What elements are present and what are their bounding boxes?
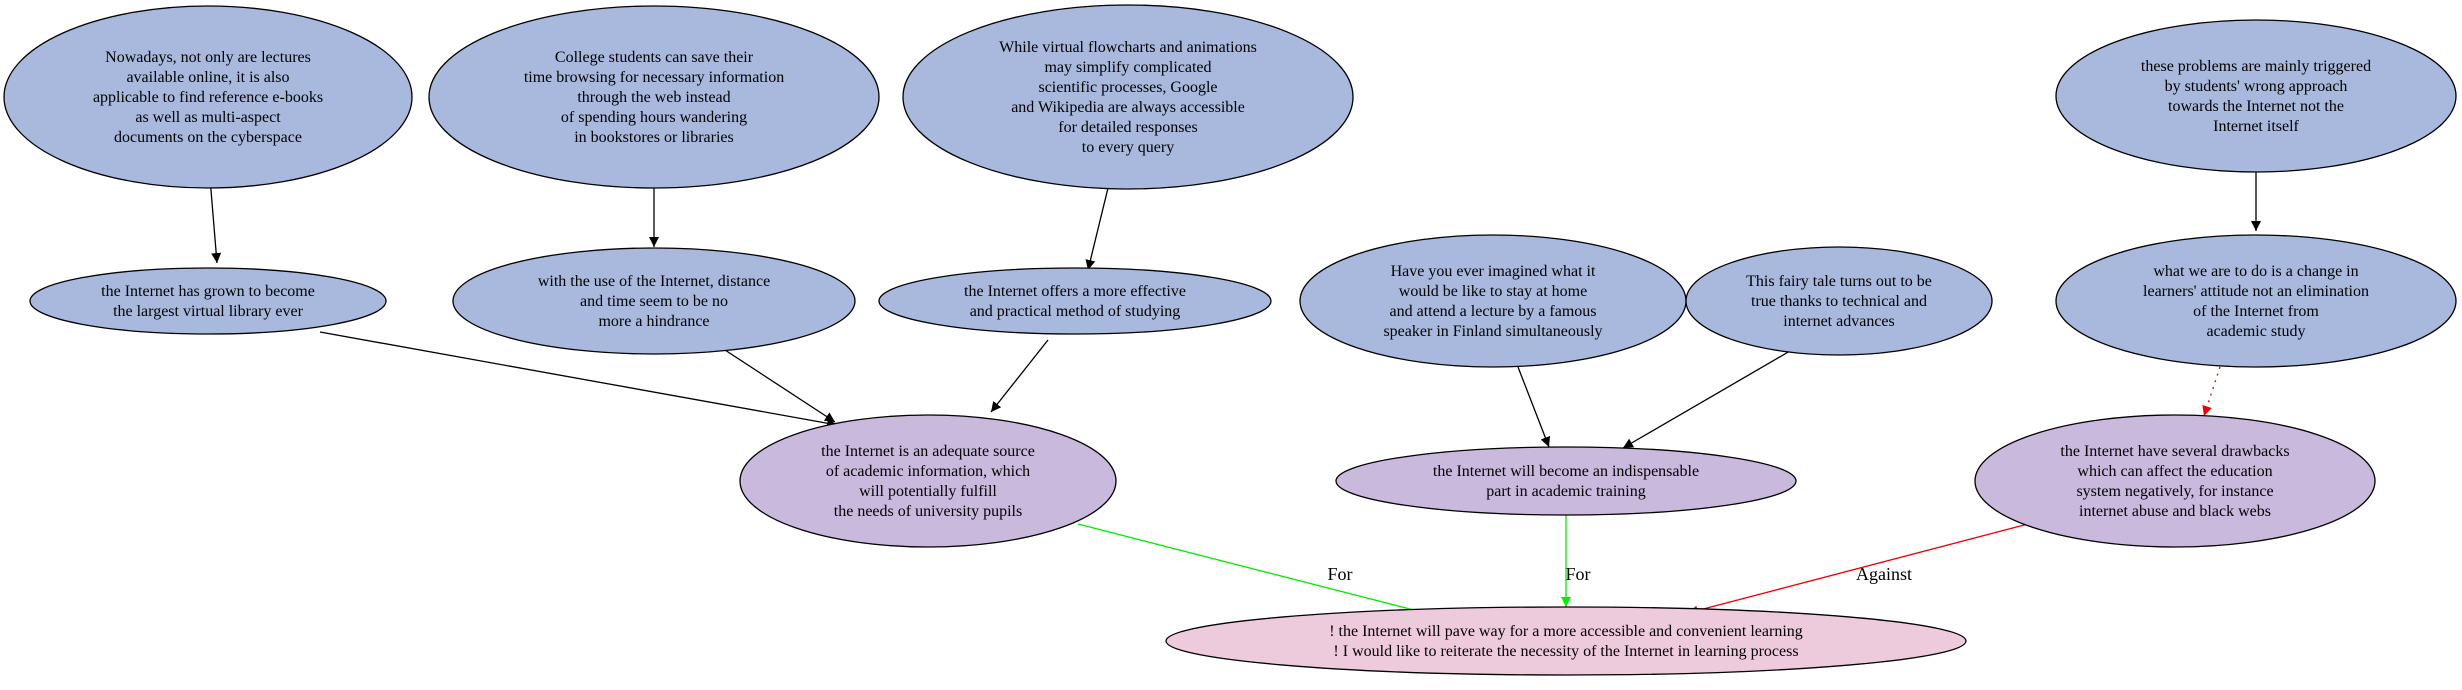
premise-node: College students can save their time brow…	[428, 5, 880, 189]
node-ellipse	[878, 267, 1272, 335]
node-text-line: and Wikipedia are always accessible	[1011, 99, 1245, 116]
node-text-line: Have you ever imagined what it	[1391, 263, 1596, 280]
edge-label: For	[1327, 564, 1352, 584]
node-text-line: by students' wrong approach	[2165, 78, 2348, 95]
node-text-line: Nowadays, not only are lectures	[105, 49, 311, 66]
premise-node: Nowadays, not only are lectures available…	[3, 5, 413, 189]
node-ellipse	[3, 5, 413, 189]
node-text-line: available online, it is also	[126, 69, 289, 86]
edge-n10-to-n13	[2202, 366, 2221, 417]
node-text-line: what we are to do is a change in	[2153, 263, 2358, 280]
node-text-line: may simplify complicated	[1044, 59, 1211, 76]
claim-node: the Internet will become an indispensabl…	[1335, 446, 1797, 516]
edge-n1-to-n5	[209, 177, 222, 264]
node-text-line: scientific processes, Google	[1038, 79, 1217, 96]
edges-layer	[209, 158, 2261, 620]
edge-n11-to-n14	[1077, 523, 1442, 620]
node-text-line: will potentially fulfill	[859, 483, 997, 500]
premise-node: the Internet offers a more effective and …	[878, 267, 1272, 335]
node-text-line: speaker in Finland simultaneously	[1383, 323, 1602, 340]
premise-node: the Internet has grown to become the larg…	[29, 267, 387, 335]
node-ellipse	[428, 5, 880, 189]
node-text-line: While virtual flowcharts and animations	[999, 39, 1257, 56]
conclusion-node: ! the Internet will pave way for a more …	[1165, 606, 1967, 676]
node-text-line: of the Internet from	[2193, 303, 2319, 320]
edge-n9-to-n12	[1622, 350, 1791, 449]
claim-node: the Internet have several drawbacks which…	[1974, 414, 2376, 548]
node-text-line: true thanks to technical and	[1751, 293, 1927, 310]
edge-label: Against	[1856, 564, 1912, 584]
node-text-line: and attend a lecture by a famous	[1389, 303, 1596, 320]
node-text-line: Internet itself	[2213, 118, 2299, 135]
premise-node: what we are to do is a change in learners…	[2055, 234, 2457, 368]
node-text-line: College students can save their	[555, 49, 754, 66]
node-ellipse	[902, 4, 1354, 190]
premise-node: these problems are mainly triggered by st…	[2055, 19, 2457, 173]
edge-n3-to-n7	[1085, 187, 1109, 271]
claim-node: the Internet is an adequate source of aca…	[739, 414, 1117, 548]
node-text-line: ! the Internet will pave way for a more …	[1329, 623, 1803, 640]
node-text-line: of academic information, which	[826, 463, 1030, 480]
node-text-line: time browsing for necessary information	[524, 69, 784, 86]
node-ellipse	[739, 414, 1117, 548]
node-text-line: internet abuse and black webs	[2079, 503, 2271, 520]
premise-node: This fairy tale turns out to be true than…	[1685, 246, 1993, 356]
node-text-line: these problems are mainly triggered	[2141, 58, 2371, 75]
node-ellipse	[29, 267, 387, 335]
node-text-line: This fairy tale turns out to be	[1746, 273, 1932, 290]
node-ellipse	[1299, 234, 1687, 368]
node-text-line: through the web instead	[577, 89, 730, 106]
node-ellipse	[2055, 19, 2457, 173]
edge-n8-to-n12	[1517, 366, 1551, 448]
node-ellipse	[1974, 414, 2376, 548]
node-text-line: and time seem to be no	[580, 293, 728, 310]
node-ellipse	[2055, 234, 2457, 368]
premise-node: with the use of the Internet, distance an…	[452, 247, 856, 355]
node-ellipse	[452, 247, 856, 355]
edge-n13-to-n14	[1687, 523, 2029, 616]
node-ellipse	[1165, 606, 1967, 676]
node-text-line: the needs of university pupils	[834, 503, 1022, 520]
edge-n5-to-n11	[319, 331, 838, 429]
node-text-line: the Internet will become an indispensabl…	[1433, 463, 1699, 480]
node-text-line: the Internet have several drawbacks	[2060, 443, 2289, 460]
node-text-line: in bookstores or libraries	[574, 129, 734, 146]
node-ellipse	[1335, 446, 1797, 516]
node-text-line: the Internet is an adequate source	[821, 443, 1035, 460]
node-text-line: part in academic training	[1486, 483, 1645, 500]
node-text-line: system negatively, for instance	[2076, 483, 2273, 500]
node-text-line: learners' attitude not an elimination	[2143, 283, 2369, 300]
node-text-line: towards the Internet not the	[2168, 98, 2344, 115]
node-text-line: the Internet offers a more effective	[964, 283, 1186, 300]
nodes-layer: Nowadays, not only are lectures available…	[3, 4, 2457, 676]
node-text-line: and practical method of studying	[970, 303, 1181, 320]
edge-labels-layer: For For Against	[1327, 564, 1912, 584]
node-text-line: the Internet has grown to become	[101, 283, 315, 300]
edge-label: For	[1565, 564, 1590, 584]
node-text-line: documents on the cyberspace	[114, 129, 302, 146]
node-text-line: academic study	[2206, 323, 2305, 340]
node-text-line: for detailed responses	[1058, 119, 1198, 136]
node-text-line: would be like to stay at home	[1399, 283, 1587, 300]
node-text-line: internet advances	[1783, 313, 1895, 330]
node-text-line: the largest virtual library ever	[113, 303, 304, 320]
node-ellipse	[1685, 246, 1993, 356]
node-text-line: with the use of the Internet, distance	[538, 273, 770, 290]
node-text-line: as well as multi-aspect	[135, 109, 281, 126]
premise-node: While virtual flowcharts and animations m…	[902, 4, 1354, 190]
edge-n6-to-n11	[724, 349, 836, 423]
node-text-line: more a hindrance	[598, 313, 709, 330]
edge-n7-to-n11	[990, 339, 1049, 413]
node-text-line: which can affect the education	[2077, 463, 2272, 480]
premise-node: Have you ever imagined what it would be l…	[1299, 234, 1687, 368]
node-text-line: of spending hours wandering	[561, 109, 747, 126]
node-text-line: to every query	[1082, 139, 1174, 156]
node-text-line: applicable to find reference e-books	[93, 89, 323, 106]
node-text-line: ! I would like to reiterate the necessit…	[1333, 643, 1798, 660]
